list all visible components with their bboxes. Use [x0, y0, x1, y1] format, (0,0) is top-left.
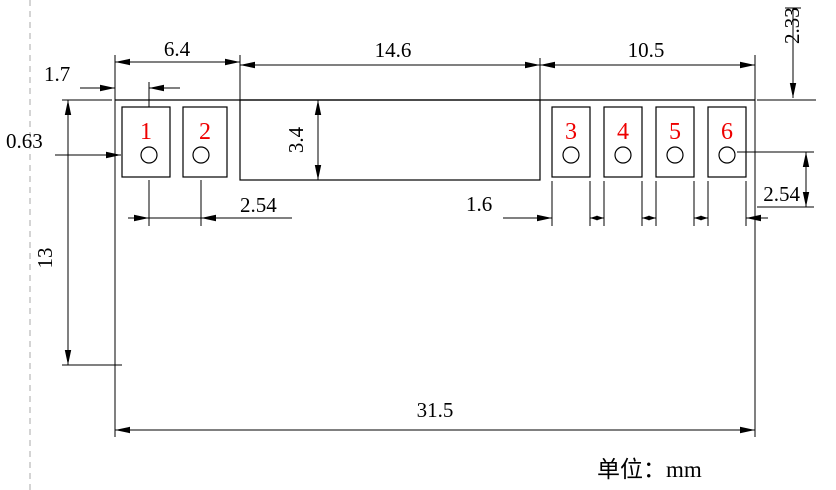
pad-number: 6 [721, 119, 733, 145]
dim-right-section-width: 10.5 [540, 38, 755, 69]
dimension-label: 31.5 [417, 398, 454, 422]
pad-3: 3 [551, 106, 591, 178]
dimension-label: 14.6 [375, 38, 412, 62]
pad-hole [718, 146, 736, 164]
pad-number: 1 [140, 119, 152, 145]
dimension-label: 10.5 [628, 38, 665, 62]
pad-number: 3 [565, 119, 577, 145]
dim-left-section-width: 6.4 [115, 37, 241, 100]
dimension-label: 3.4 [284, 126, 308, 153]
dimension-label: 13 [33, 248, 57, 269]
pad-outline [603, 106, 643, 178]
dimension-label: 2.54 [240, 193, 277, 217]
dim-top-offset: 2.33 [757, 7, 816, 101]
pad-outline [655, 106, 695, 178]
dim-body-height: 3.4 [284, 100, 322, 180]
pad-number: 5 [669, 119, 681, 145]
dim-module-height: 13 [33, 99, 122, 366]
unit-label: 单位：mm [597, 457, 702, 482]
dimension-label: 6.4 [164, 37, 191, 61]
pad-outline [707, 106, 747, 178]
pads: 1 2 3 4 5 6 [121, 106, 747, 178]
pad-outline [182, 106, 228, 178]
dim-hole-inset: 0.63 [6, 129, 121, 159]
module-body [239, 99, 541, 181]
pad-4: 4 [603, 106, 643, 178]
pad-hole [614, 146, 632, 164]
pad-6: 6 [707, 106, 747, 178]
dim-left-pitch: 2.54 [128, 180, 292, 226]
pad-outline [121, 106, 171, 178]
dimension-label: 1.6 [466, 192, 492, 216]
dim-body-width: 14.6 [240, 38, 541, 100]
dimension-label: 2.33 [780, 7, 804, 44]
pad-hole [192, 146, 210, 164]
dim-edge-to-hole: 1.7 [44, 62, 180, 107]
pad-5: 5 [655, 106, 695, 178]
pad-number: 2 [199, 119, 211, 145]
pad-number: 4 [617, 119, 629, 145]
pad-hole [140, 146, 158, 164]
dimension-label: 1.7 [44, 62, 70, 86]
dim-module-width: 31.5 [115, 398, 755, 434]
pad-outline [551, 106, 591, 178]
pad-2: 2 [182, 106, 228, 178]
pad-hole [666, 146, 684, 164]
dim-pad-width-chain: 1.6 [466, 181, 768, 226]
module-outline [114, 55, 756, 437]
dimension-label: 2.54 [763, 182, 800, 206]
pad-1: 1 [121, 106, 171, 178]
pad-hole [562, 146, 580, 164]
dim-right-pitch: 2.54 [737, 151, 814, 208]
dimension-label: 0.63 [6, 129, 43, 153]
